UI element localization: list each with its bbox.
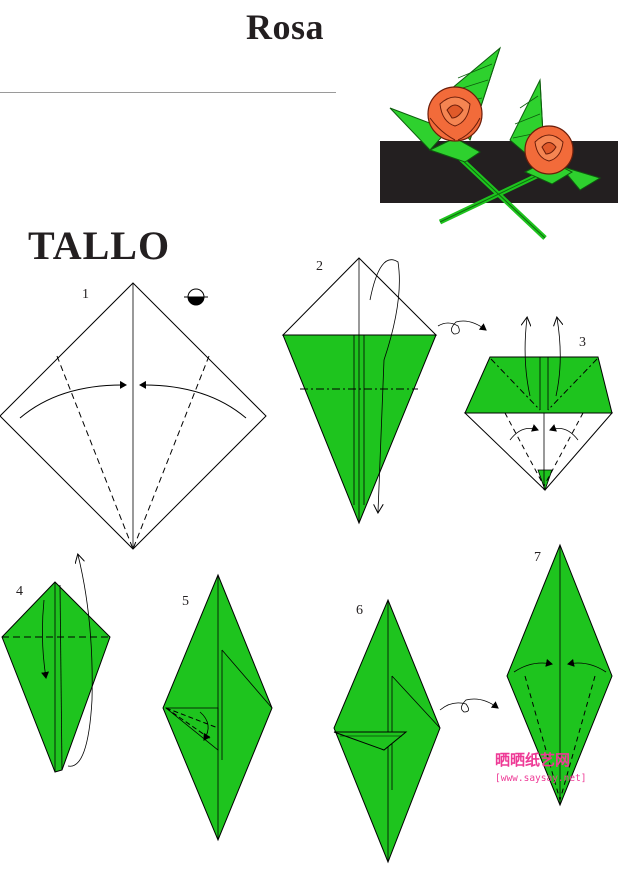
step-number-3: 3	[579, 335, 586, 350]
step-1: 1	[0, 282, 267, 550]
step-number-6: 6	[356, 603, 363, 618]
rose-head-left	[427, 86, 483, 142]
valley-fold-arrow	[19, 380, 127, 419]
flip-symbol	[184, 288, 208, 306]
leaf-left-2	[389, 107, 449, 151]
step-number-4: 4	[16, 584, 23, 599]
step-number-1: 1	[82, 287, 89, 302]
step-5: 5	[162, 573, 273, 842]
mountain-fold-arrow	[67, 555, 93, 767]
rose-illustration	[380, 46, 618, 240]
title-divider	[0, 92, 336, 93]
section-heading: TALLO	[28, 223, 171, 268]
step-number-2: 2	[316, 259, 323, 274]
valley-fold-arrow	[139, 380, 247, 419]
step-number-7: 7	[534, 550, 541, 565]
step-4: 4	[1, 555, 111, 773]
turn-over-arrow	[439, 698, 499, 713]
watermark: 晒晒纸艺网 [www.saysay.net]	[495, 751, 587, 784]
rose-head-right	[524, 125, 574, 175]
mountain-fold-arrow	[556, 318, 560, 397]
step-number-5: 5	[182, 594, 189, 609]
mountain-fold-arrow	[525, 318, 530, 397]
watermark-chinese-text: 晒晒纸艺网	[495, 751, 570, 769]
step-6: 6	[333, 598, 499, 864]
step-2: 2	[281, 257, 487, 525]
watermark-url: [www.saysay.net]	[495, 773, 587, 784]
step-7: 7	[506, 543, 613, 807]
page-title: Rosa	[246, 7, 325, 47]
step-3: 3	[463, 318, 614, 492]
turn-over-arrow	[437, 320, 487, 335]
mountain-fold-arrow	[369, 259, 400, 512]
